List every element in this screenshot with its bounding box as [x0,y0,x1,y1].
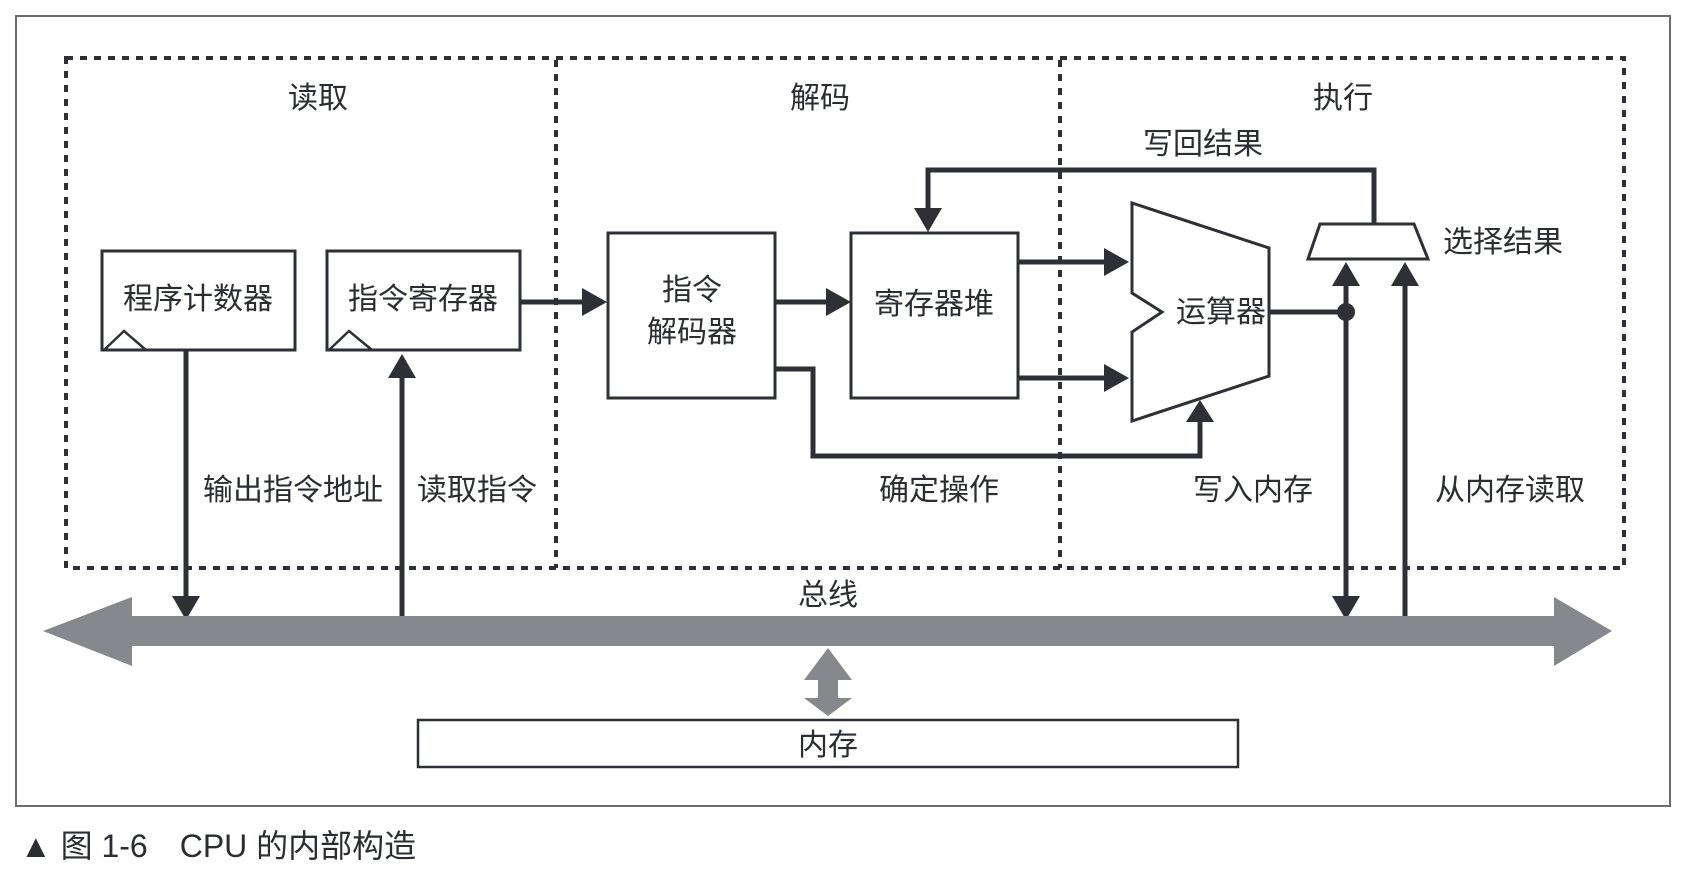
memory-box: 内存 [416,718,1240,769]
clock-triangle-icon [103,329,147,351]
cpu-stage-region [64,56,1626,570]
read-memory-label: 从内存读取 [1435,473,1585,508]
read-instruction-label: 读取指令 [417,473,537,508]
arrow-head-icon [914,208,942,232]
write-memory-label: 写入内存 [1193,473,1313,508]
wire-decoder-to-alu-control [775,366,1203,459]
system-bus [43,597,1612,666]
instruction-decoder-box: 指令 解码器 [606,231,777,400]
arrow-head-icon [172,596,200,620]
write-back-label: 写回结果 [1143,127,1263,162]
program-counter-box: 程序计数器 [100,249,297,352]
instruction-register-box: 指令寄存器 [325,249,522,352]
program-counter-label: 程序计数器 [123,282,273,317]
arrow-head-icon [1186,400,1214,422]
stage-decode-label: 解码 [790,81,850,116]
register-file-box: 寄存器堆 [849,231,1020,400]
register-file-label: 寄存器堆 [874,287,994,322]
arrow-head-icon [1332,262,1360,286]
arrow-head-icon [1104,364,1129,392]
figure-caption: ▲ 图 1-6 CPU 的内部构造 [20,828,416,864]
arrow-head-icon [388,354,416,378]
output-address-label: 输出指令地址 [203,473,383,508]
arrow-head-icon [1391,262,1419,286]
stage-execute-label: 执行 [1313,81,1373,116]
determine-operation-label: 确定操作 [879,473,999,508]
stage-fetch-label: 读取 [288,81,348,116]
wire-write-back [925,167,1377,224]
bus-memory-double-arrow-icon [804,648,852,716]
select-result-label: 选择结果 [1443,225,1563,260]
instruction-decoder-label-line2: 解码器 [647,315,737,350]
clock-triangle-icon [328,329,373,351]
alu-shape: 运算器 [1130,200,1271,424]
memory-label: 内存 [798,728,858,763]
instruction-decoder-label-line1: 指令 [662,273,722,308]
arrow-head-icon [582,288,607,316]
arrow-head-icon [1104,248,1129,276]
outer-frame [15,15,1671,807]
arrow-head-icon [826,288,851,316]
result-mux [1305,222,1431,261]
alu-label: 运算器 [1176,295,1266,330]
arrow-head-icon [1332,596,1360,620]
bus-label: 总线 [798,578,858,613]
instruction-register-label: 指令寄存器 [348,282,498,317]
